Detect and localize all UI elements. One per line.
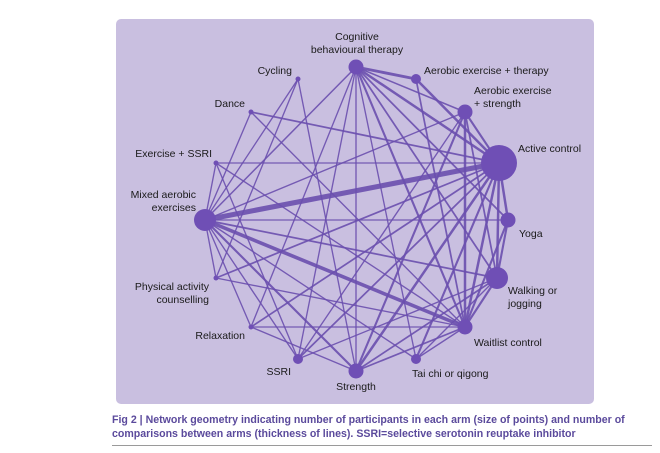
- network-panel: [116, 19, 594, 404]
- node-active_control: [481, 145, 517, 181]
- edge-cbt-active_control: [354, 65, 501, 165]
- edge-waitlist-strength: [355, 326, 466, 372]
- node-label-waitlist: Waitlist control: [474, 337, 542, 349]
- node-label-line: Aerobic exercise + therapy: [424, 65, 549, 77]
- node-label-line: Exercise + SSRI: [135, 148, 212, 160]
- figure-caption: Fig 2 | Network geometry indicating numb…: [112, 414, 625, 440]
- node-label-line: counselling: [156, 294, 209, 306]
- edge-active_control-dance: [250, 111, 500, 164]
- node-label-yoga: Yoga: [519, 228, 543, 240]
- caption-divider: [112, 445, 652, 446]
- edge-cbt-mixed: [204, 66, 357, 221]
- node-walking: [486, 267, 508, 289]
- node-label-aero_strength: Aerobic exercise+ strength: [474, 85, 552, 110]
- node-label-line: Aerobic exercise: [474, 85, 552, 97]
- edge-aero_therapy-active_control: [414, 77, 501, 165]
- node-aero_therapy: [411, 74, 421, 84]
- edge-ssri-ex_ssri: [215, 162, 299, 360]
- edge-waitlist-ex_ssri: [215, 162, 466, 328]
- node-label-line: + strength: [474, 98, 521, 110]
- edge-ssri-mixed: [204, 219, 299, 360]
- edge-strength-mixed: [203, 218, 358, 373]
- node-label-line: jogging: [507, 298, 542, 310]
- node-label-taichi: Tai chi or qigong: [412, 368, 489, 380]
- node-waitlist: [457, 319, 473, 335]
- edge-mixed-active_control: [202, 160, 502, 223]
- edge-walking-strength: [355, 277, 498, 372]
- edge-walking-mixed: [204, 219, 498, 279]
- node-yoga: [500, 212, 516, 228]
- edge-taichi-mixed: [204, 219, 417, 360]
- edge-active_control-strength: [354, 161, 501, 373]
- node-taichi: [411, 354, 421, 364]
- edges-layer: [202, 65, 510, 373]
- edge-yoga-waitlist: [463, 218, 510, 329]
- edge-strength-relaxation: [250, 326, 357, 372]
- edge-dance-mixed: [204, 111, 252, 221]
- node-label-line: Yoga: [519, 228, 543, 240]
- node-label-active_control: Active control: [518, 143, 581, 155]
- node-label-line: Walking or: [508, 285, 558, 297]
- edge-cycling-strength: [297, 78, 357, 372]
- edge-cbt-ssri: [297, 66, 357, 360]
- edge-taichi-cbt: [355, 66, 417, 360]
- edge-aero_therapy-waitlist: [415, 78, 466, 328]
- node-aero_strength: [457, 104, 473, 120]
- edge-cycling-mixed: [204, 78, 299, 221]
- node-label-cycling: Cycling: [258, 65, 293, 77]
- node-cbt: [348, 59, 364, 75]
- edge-waitlist-pac: [215, 277, 466, 328]
- node-label-strength: Strength: [336, 381, 376, 393]
- node-label-line: exercises: [152, 202, 196, 214]
- edge-aero_strength-mixed: [204, 111, 466, 221]
- node-label-line: Active control: [518, 143, 581, 155]
- node-label-line: Cognitive: [335, 31, 379, 43]
- node-dance: [248, 109, 254, 115]
- edge-active_control-waitlist: [463, 161, 501, 329]
- node-label-line: Physical activity: [135, 281, 210, 293]
- node-pac: [213, 275, 219, 281]
- node-relaxation: [248, 324, 254, 330]
- node-label-line: Tai chi or qigong: [412, 368, 489, 380]
- node-mixed: [194, 209, 216, 231]
- node-label-line: Relaxation: [195, 330, 245, 342]
- node-label-aero_therapy: Aerobic exercise + therapy: [424, 65, 549, 77]
- node-label-line: Dance: [215, 98, 246, 110]
- edge-dance-waitlist: [250, 111, 466, 328]
- edge-cbt-yoga: [355, 66, 509, 221]
- node-label-line: behavioural therapy: [311, 44, 404, 56]
- node-label-dance: Dance: [215, 98, 246, 110]
- edge-aero_strength-walking: [464, 111, 498, 279]
- node-label-line: Strength: [336, 381, 376, 393]
- edge-relaxation-mixed: [204, 219, 252, 328]
- edge-active_control-relaxation: [250, 162, 500, 328]
- edge-waitlist-taichi: [415, 326, 466, 360]
- node-ex_ssri: [213, 160, 219, 166]
- node-strength: [348, 363, 364, 379]
- node-ssri: [293, 354, 303, 364]
- edge-cbt-walking: [355, 66, 498, 279]
- node-label-line: SSRI: [266, 366, 291, 378]
- node-label-ex_ssri: Exercise + SSRI: [135, 148, 212, 160]
- node-label-line: Mixed aerobic: [131, 189, 196, 201]
- node-label-ssri: SSRI: [266, 366, 291, 378]
- edge-cbt-aero_therapy: [354, 65, 418, 81]
- edge-pac-cycling: [215, 78, 299, 279]
- node-label-relaxation: Relaxation: [195, 330, 245, 342]
- edge-cbt-aero_strength: [355, 66, 466, 113]
- node-label-line: Waitlist control: [474, 337, 542, 349]
- node-label-line: Cycling: [258, 65, 293, 77]
- nodes-layer: [194, 59, 517, 379]
- edge-aero_strength-ssri: [297, 111, 466, 360]
- node-cycling: [295, 76, 301, 82]
